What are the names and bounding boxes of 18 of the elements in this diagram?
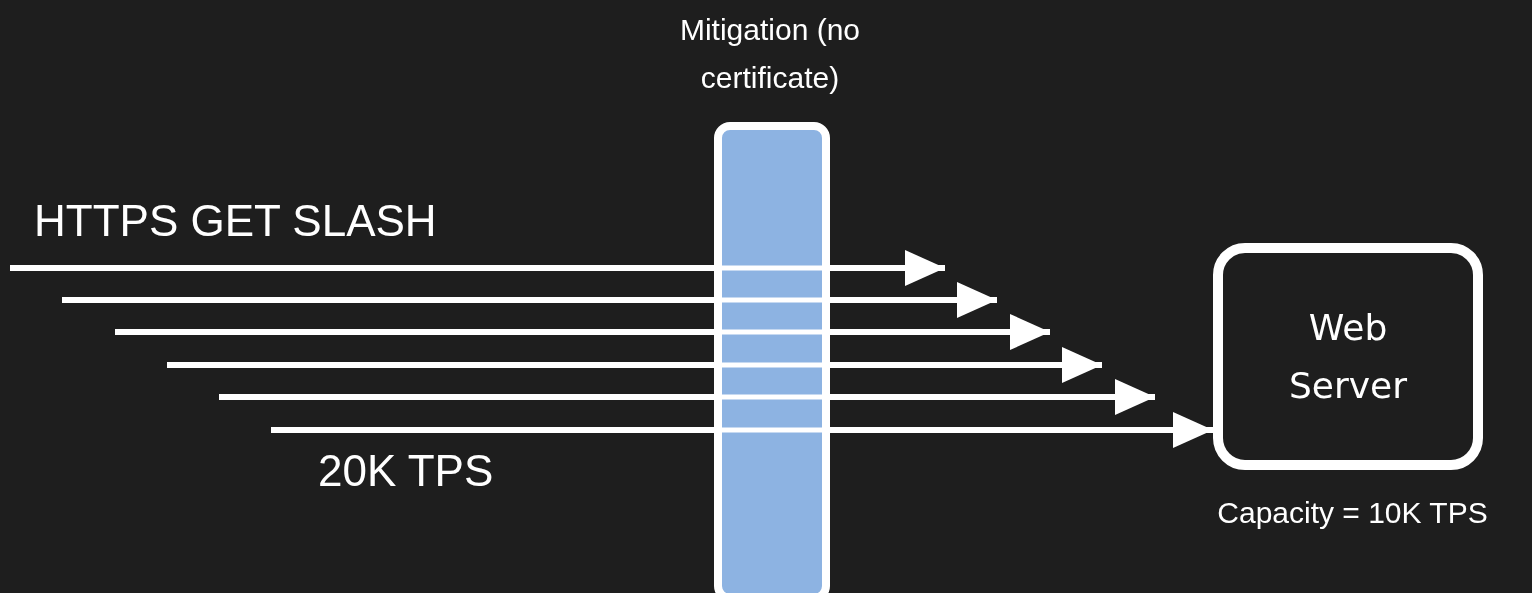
arrow bbox=[830, 347, 1102, 383]
server-box bbox=[1213, 243, 1483, 470]
traffic-rate: 20K TPS bbox=[318, 446, 494, 496]
arrow bbox=[830, 250, 945, 286]
traffic-line bbox=[115, 329, 714, 335]
arrow bbox=[830, 314, 1050, 350]
capacity-note: Capacity = 10K TPS bbox=[1216, 496, 1489, 530]
server-label: Web Server bbox=[1287, 305, 1409, 408]
traffic-title: HTTPS GET SLASH bbox=[34, 196, 437, 246]
barrier-caption: Mitigation (no certificate) bbox=[678, 12, 862, 96]
arrow bbox=[830, 379, 1155, 415]
traffic-line bbox=[62, 297, 714, 303]
traffic-line bbox=[271, 427, 714, 433]
traffic-line bbox=[167, 362, 714, 368]
arrow bbox=[830, 412, 1213, 448]
traffic-line bbox=[219, 394, 714, 400]
traffic-line bbox=[10, 265, 714, 271]
arrow bbox=[830, 282, 997, 318]
